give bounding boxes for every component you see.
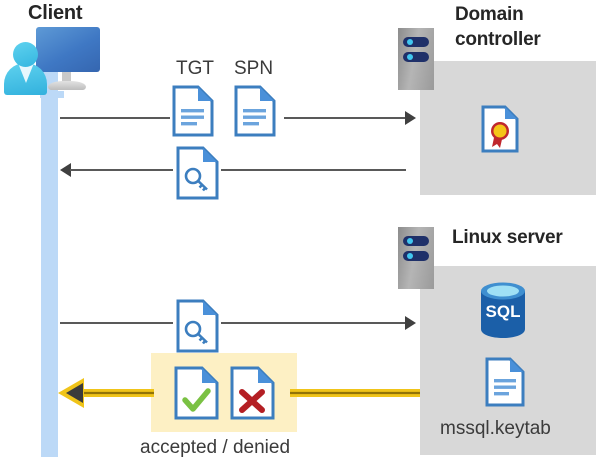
client-lifeline — [41, 62, 58, 457]
person-shadow — [40, 91, 64, 98]
certificate-document-icon — [481, 105, 519, 158]
person-head-icon — [13, 42, 38, 67]
tgt-key-document-icon — [176, 146, 220, 205]
accepted-denied-label: accepted / denied — [140, 437, 291, 458]
keytab-file-label: mssql.keytab — [440, 418, 551, 439]
message-1-line-left — [60, 117, 170, 119]
domain-controller-server-rack-icon — [398, 28, 434, 90]
monitor-screen-icon — [36, 27, 100, 72]
linux-server-title: Linux server — [452, 227, 563, 248]
message-4-line-right — [290, 389, 420, 397]
monitor-neck-icon — [62, 72, 71, 82]
keytab-document-icon — [485, 357, 525, 412]
message-4-line-left — [82, 389, 154, 397]
message-3-arrowhead — [405, 316, 416, 330]
sql-database-icon: SQL — [478, 281, 528, 344]
message-1-line-right — [284, 117, 406, 119]
message-2-line-right — [221, 169, 406, 171]
message-3-line-left — [60, 322, 173, 324]
message-1-arrowhead — [405, 111, 416, 125]
person-collar-icon — [18, 63, 34, 83]
client-title: Client — [28, 2, 83, 24]
spn-label: SPN — [234, 58, 274, 79]
monitor-base-icon — [48, 81, 86, 90]
linux-server-server-rack-icon — [398, 227, 434, 289]
message-4-arrowhead-inner — [66, 383, 83, 403]
message-2-line-left — [70, 169, 173, 171]
tgt-label: TGT — [176, 58, 214, 79]
accepted-document-icon — [174, 366, 220, 425]
message-2-arrowhead — [60, 163, 71, 177]
tgt-document-icon — [172, 85, 214, 142]
domain-controller-title: Domain controller — [455, 4, 541, 50]
spn-document-icon — [234, 85, 276, 142]
message-3-line-right — [221, 322, 406, 324]
sql-label: SQL — [486, 302, 521, 321]
denied-document-icon — [230, 366, 276, 425]
client-computer-user-icon — [4, 27, 100, 99]
service-ticket-key-document-icon — [176, 299, 220, 358]
